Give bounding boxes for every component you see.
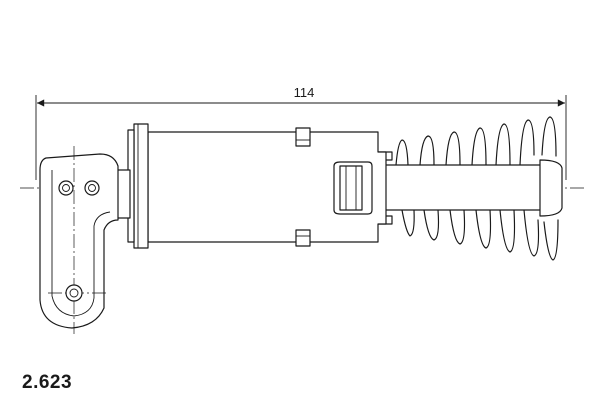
connector-clip	[333, 161, 373, 215]
cylinder-body	[147, 131, 387, 243]
part-number: 2.623	[22, 372, 73, 393]
mounting-bracket	[39, 153, 119, 329]
piston-rod	[375, 164, 547, 211]
rod-end-cap	[539, 159, 563, 217]
bracket-holes	[58, 180, 100, 302]
body-notch-top	[295, 127, 311, 147]
dimension-label: 114	[294, 85, 315, 100]
front-flange	[133, 123, 149, 249]
body-notch-bottom	[295, 229, 311, 247]
spring-coils	[395, 116, 559, 261]
